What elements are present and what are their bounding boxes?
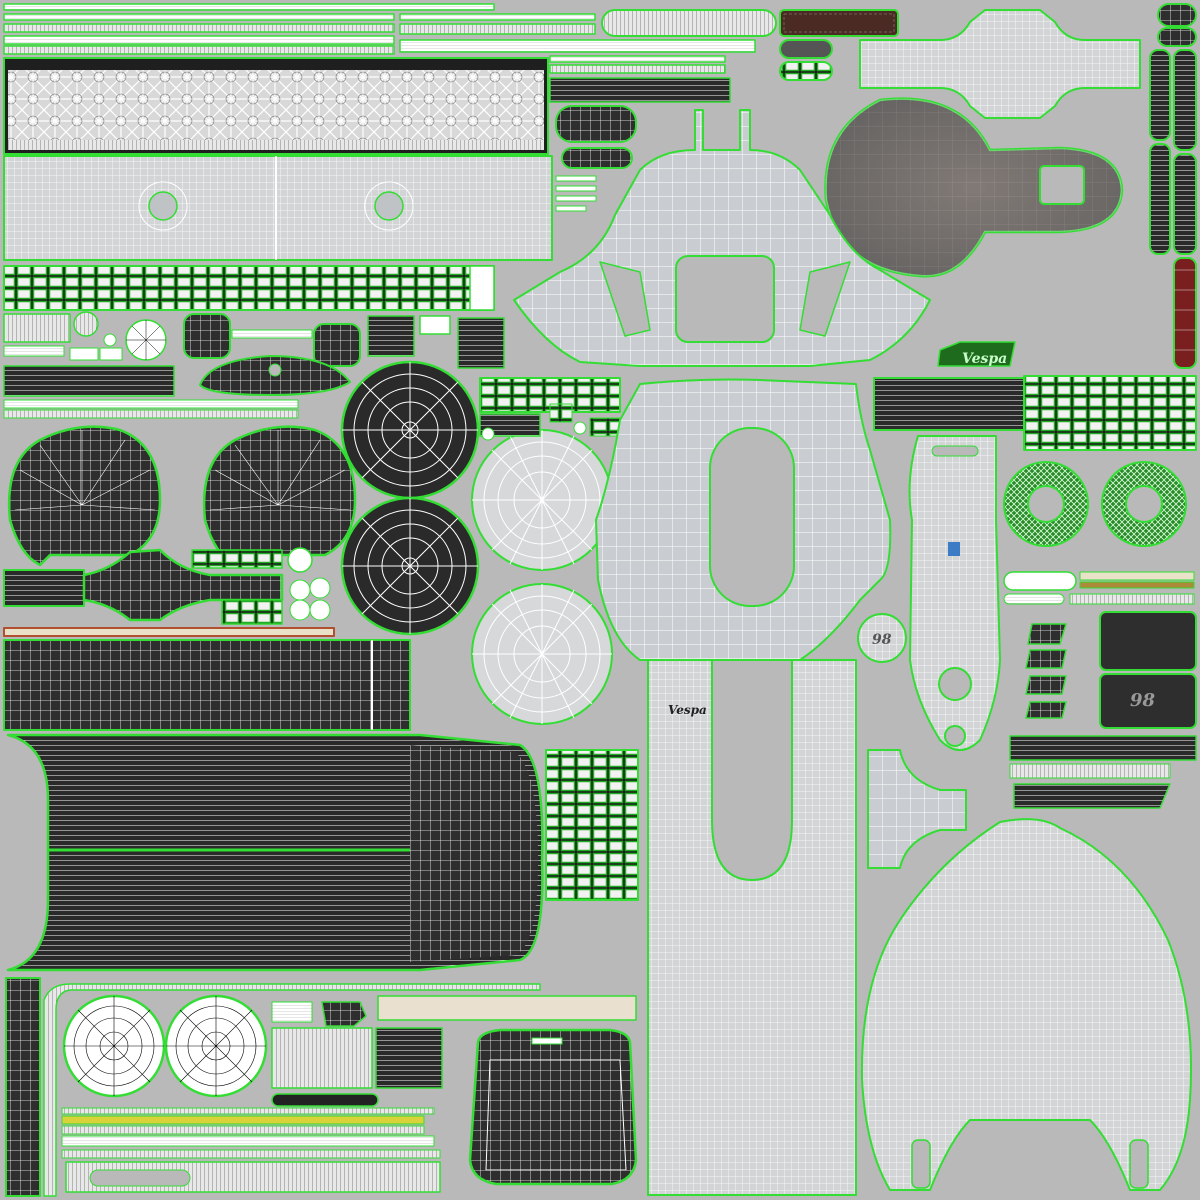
floor-panel [3,155,553,261]
right-small-parts: 98 [1003,571,1197,809]
wheel-dark-top [340,360,480,500]
misc-small-parts [3,311,505,419]
headset-block: Vespa [873,341,1197,451]
headlight-right [164,994,268,1098]
badge-number-small: 98 [872,632,892,648]
fork-cover [908,435,1001,751]
seat-shell [824,97,1124,278]
bottom-blocks [61,995,637,1193]
badge-number: 98 [1130,690,1156,711]
horn-cover [3,547,331,625]
orange-trim-strip [3,627,335,637]
badge-circle: 98 [857,613,907,663]
floorboard [6,733,544,972]
brand-logo: Vespa [962,351,1007,367]
leg-shield [595,378,892,661]
frame-top [513,109,931,367]
top-left-strips [3,3,756,74]
right-column-pills [1149,3,1197,369]
side-rail [5,977,541,1197]
cross-piece [859,9,1141,119]
wheel-light-top [471,429,613,571]
tile-row [3,265,495,311]
mid-top-strips [549,77,731,212]
lace-panel [3,57,549,155]
wheel-light-bottom [471,583,613,725]
brand-mark-front: Vespa [668,703,707,717]
headlight-left [62,994,166,1098]
tyre-rings [1003,461,1187,547]
grid-block [3,639,411,731]
top-pills [601,9,899,81]
glovebox-lid [468,1028,638,1186]
wheel-dark-bottom [340,496,480,636]
tile-block-mid [479,377,621,441]
fitting [867,749,967,869]
rear-cowl [860,818,1193,1191]
frame-tunnel: Vespa [647,659,857,1196]
tile-grid [545,749,639,901]
gauge-faces [7,425,357,567]
